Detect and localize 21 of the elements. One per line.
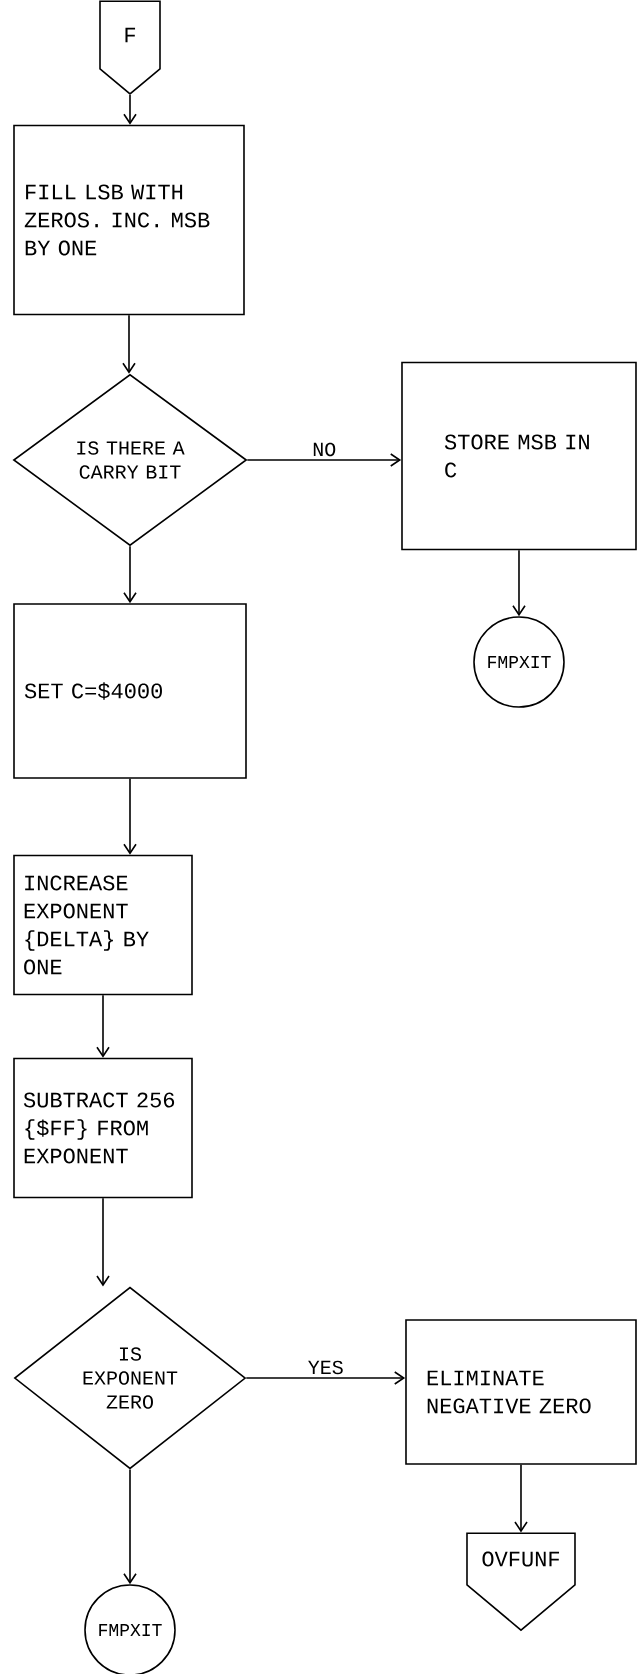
process-box: ELIMINATE NEGATIVE ZERO (405, 1319, 637, 1465)
arrow (514, 1464, 528, 1533)
arrow (123, 545, 137, 604)
arrow (123, 1468, 137, 1585)
off-page-connector: OVFUNF (466, 1532, 576, 1632)
arrow (512, 549, 526, 617)
arrow (123, 94, 137, 125)
edge-label: NO (311, 441, 338, 458)
process-box: FILL LSB WITH ZEROS. INC. MSB BY ONE (13, 124, 245, 316)
arrow (123, 778, 137, 855)
arrow (246, 453, 402, 467)
process-box: SUBTRACT 256 {$FF} FROM EXPONENT (13, 1057, 193, 1199)
arrow (96, 1197, 110, 1287)
arrow (122, 314, 136, 374)
off-page-connector: F (99, 0, 161, 95)
arrow (96, 994, 110, 1058)
process-box: STORE MSB IN C (401, 361, 637, 551)
edge-label: YES (306, 1359, 345, 1376)
process-box: SET C=$4000 (13, 603, 247, 779)
arrow (245, 1371, 406, 1385)
process-box: INCREASE EXPONENT {DELTA} BY ONE (13, 854, 193, 996)
